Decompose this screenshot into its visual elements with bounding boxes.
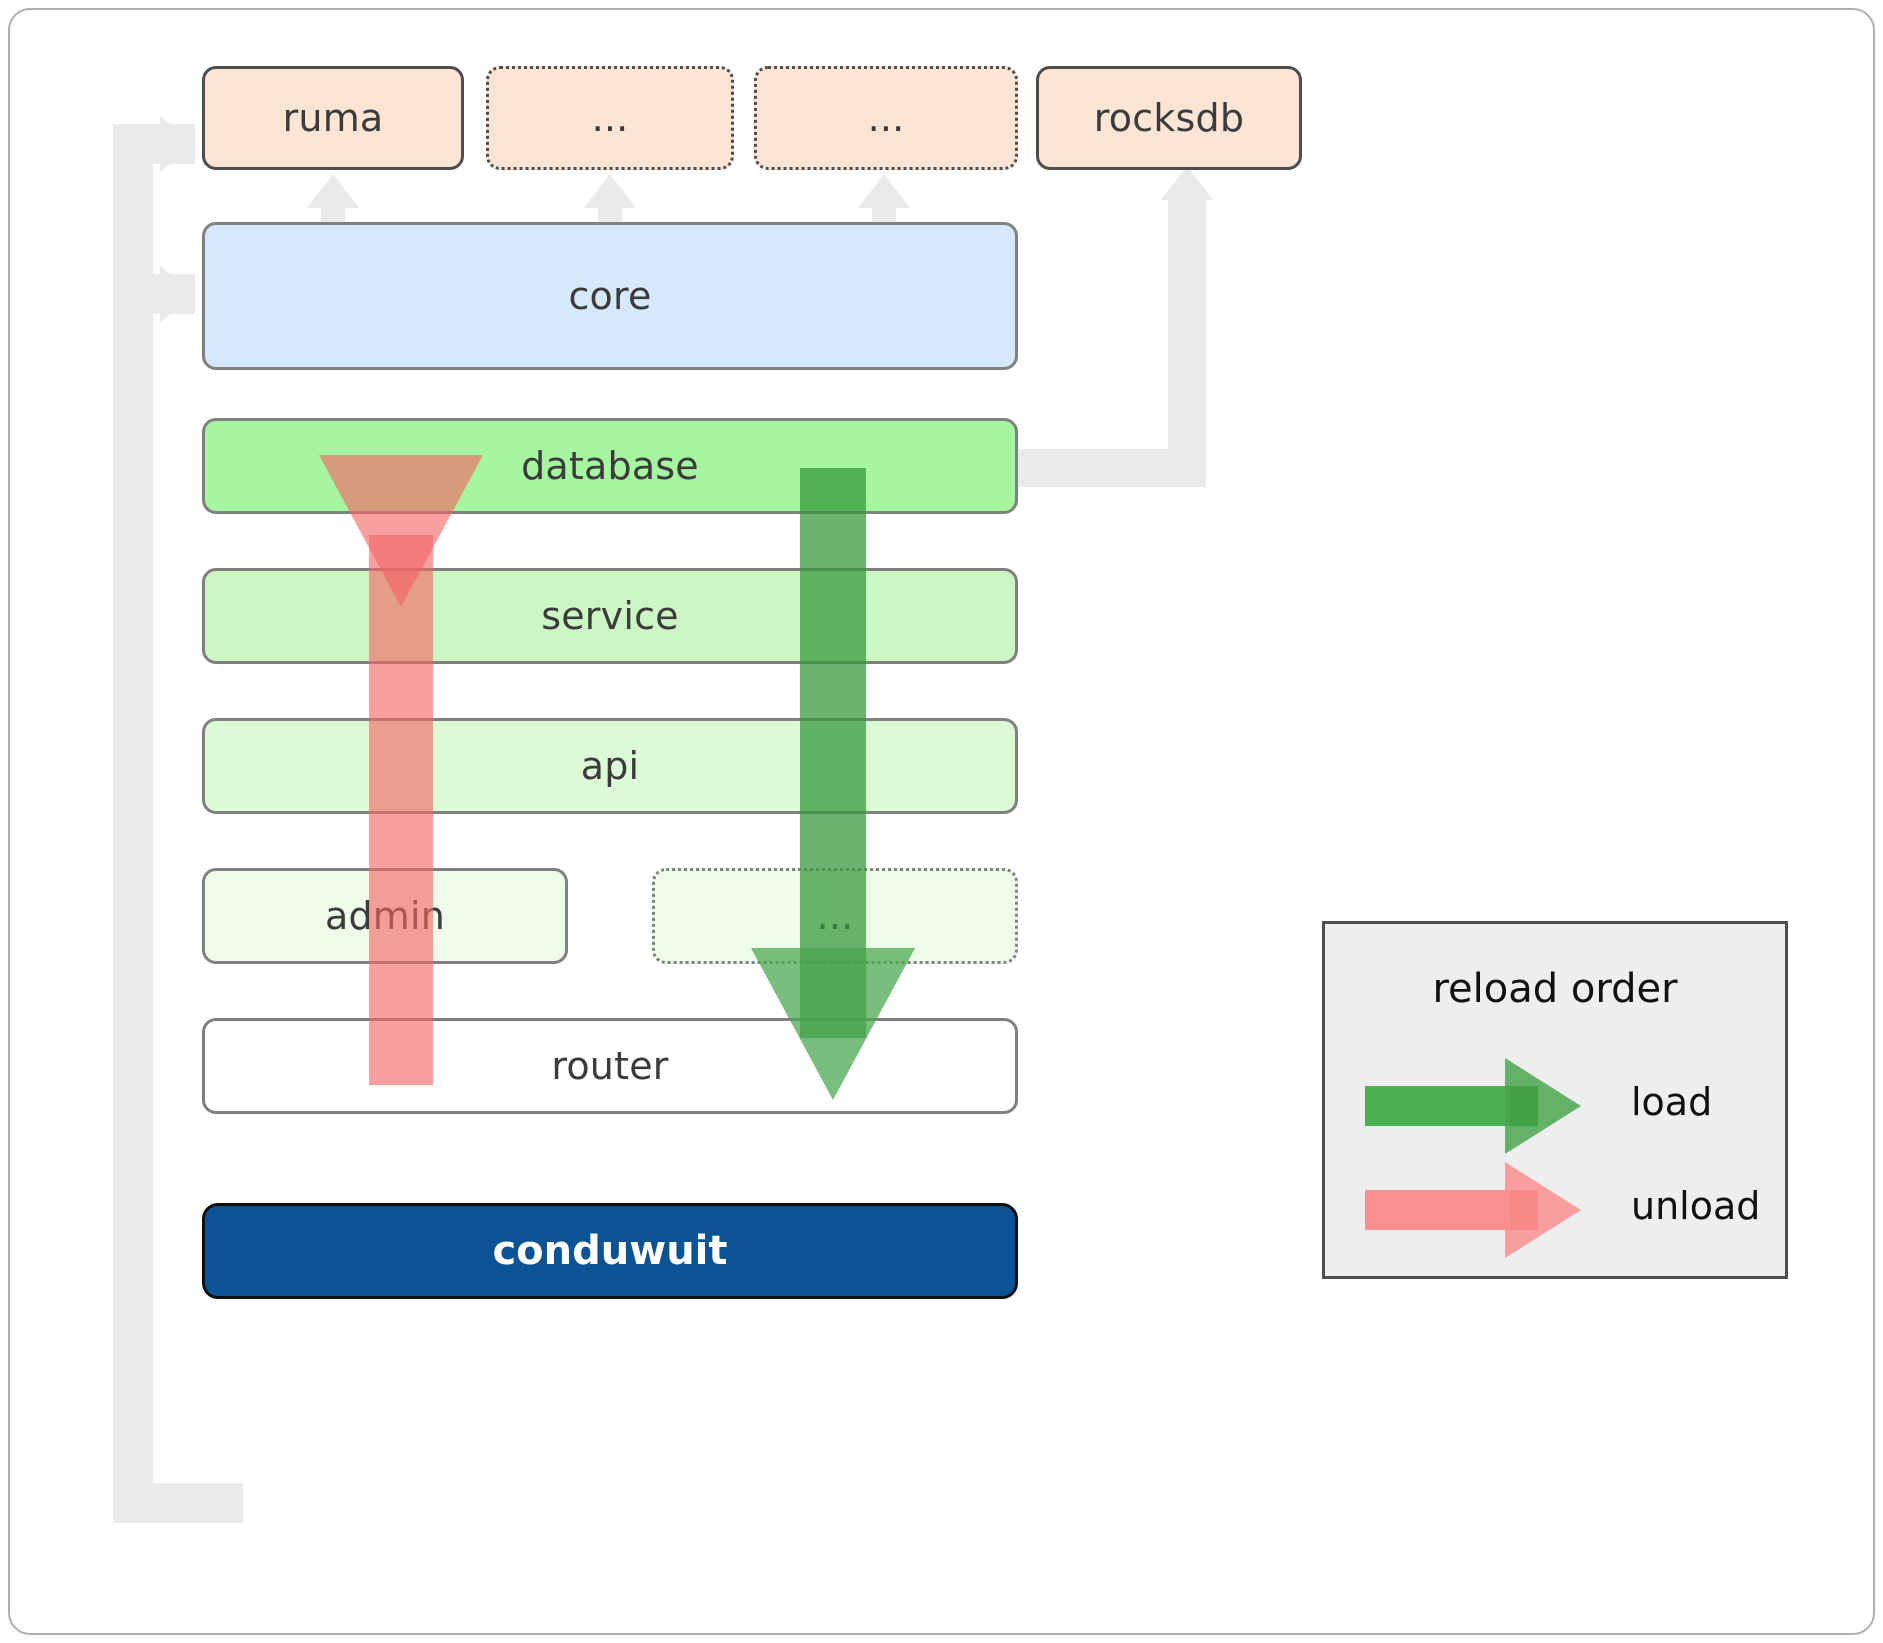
layer-box-service[interactable]: service [202, 568, 1018, 664]
crate-label-dots-2: ... [867, 96, 905, 140]
crate-label-ruma: ruma [282, 96, 384, 140]
crate-box-dots-1[interactable]: ... [486, 66, 734, 170]
unload-arrow-head [319, 455, 483, 607]
legend-unload-shaft [1365, 1190, 1515, 1230]
connector-core-to-ruma-arrowhead [307, 174, 359, 208]
legend-row-load: load [1325, 1058, 1785, 1154]
connector-to-core-arrowhead [160, 266, 196, 322]
legend-unload-arrowhead [1505, 1162, 1581, 1258]
layer-label-service: service [541, 594, 679, 638]
legend-title: reload order [1432, 966, 1678, 1012]
root-box-conduwuit[interactable]: conduwuit [202, 1203, 1018, 1299]
crate-box-dots-2[interactable]: ... [754, 66, 1018, 170]
connector-database-to-rocksdb-arrowhead [1161, 166, 1213, 200]
legend-unload-label: unload [1631, 1184, 1761, 1228]
legend-row-unload: unload [1325, 1162, 1785, 1258]
connector-core-to-dots2-arrowhead [858, 174, 910, 208]
connector-to-ruma-arrowhead [160, 116, 196, 172]
crate-label-rocksdb: rocksdb [1093, 96, 1245, 140]
crate-label-dots-1: ... [591, 96, 629, 140]
load-arrow-shaft [800, 468, 866, 1038]
legend-load-arrowhead [1505, 1058, 1581, 1154]
load-arrow-head [751, 948, 915, 1100]
connector-bottom-horizontal [113, 1483, 243, 1523]
legend-panel: reload order load unload [1322, 921, 1788, 1279]
layer-label-router: router [551, 1044, 669, 1088]
layer-label-database: database [521, 444, 699, 488]
connector-spine-vertical [113, 124, 153, 1523]
legend-load-shaft [1365, 1086, 1515, 1126]
layer-label-core: core [568, 274, 652, 318]
layer-box-api[interactable]: api [202, 718, 1018, 814]
crate-box-rocksdb[interactable]: rocksdb [1036, 66, 1302, 170]
legend-load-label: load [1631, 1080, 1713, 1124]
crate-box-ruma[interactable]: ruma [202, 66, 464, 170]
layer-box-core[interactable]: core [202, 222, 1018, 370]
layer-label-api: api [580, 744, 640, 788]
connector-core-to-dots1-arrowhead [584, 174, 636, 208]
connector-database-to-rocksdb-vertical [1168, 200, 1206, 487]
unload-arrow-shaft [369, 535, 433, 1085]
root-label-conduwuit: conduwuit [492, 1228, 728, 1274]
